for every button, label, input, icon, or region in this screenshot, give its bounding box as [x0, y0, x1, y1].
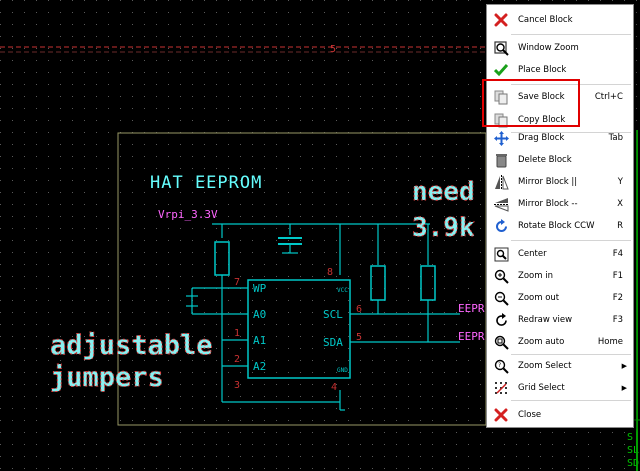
context-menu: Cancel Block Window Zoom Place Block Sav…	[486, 4, 634, 428]
ic-pin-numbers: 8 7 1 2 3 6 5 4	[234, 267, 362, 393]
svg-text:adjustable: adjustable	[50, 330, 213, 361]
svg-text:3: 3	[234, 380, 240, 391]
highlight-annotation-box	[482, 79, 580, 127]
edge-labels: S SL SD	[627, 432, 639, 469]
svg-text:6: 6	[356, 304, 362, 315]
close-icon	[491, 407, 511, 423]
menu-separator	[511, 132, 631, 133]
menu-item-zoom-select[interactable]: ? Zoom Select ▶	[487, 355, 633, 377]
trash-icon	[491, 152, 511, 168]
drag-arrows-icon	[491, 130, 511, 146]
svg-text:SDA: SDA	[323, 336, 343, 349]
menu-item-zoom-auto[interactable]: Zoom auto Home	[487, 331, 633, 353]
svg-text:4: 4	[331, 382, 337, 393]
svg-text:A0: A0	[253, 308, 266, 321]
zoom-select-icon: ?	[491, 358, 511, 374]
svg-text:A1: A1	[253, 334, 266, 347]
center-icon	[491, 246, 511, 262]
svg-text:A2: A2	[253, 360, 266, 373]
svg-text:3.9k: 3.9k	[412, 213, 475, 243]
svg-text:WP: WP	[253, 282, 267, 295]
menu-item-zoom-out[interactable]: Zoom out F2	[487, 287, 633, 309]
menu-item-place-block[interactable]: Place Block	[487, 59, 633, 81]
jumper	[186, 295, 198, 307]
svg-text:SL: SL	[627, 445, 639, 456]
svg-text:SCL: SCL	[323, 308, 343, 321]
window-zoom-icon	[491, 40, 511, 56]
zoom-auto-icon	[491, 334, 511, 350]
menu-separator	[511, 84, 631, 85]
menu-item-rotate-block-ccw[interactable]: Rotate Block CCW R	[487, 215, 633, 237]
menu-item-close[interactable]: Close	[487, 404, 633, 426]
sheet-marker: 5	[330, 44, 336, 55]
menu-separator	[511, 240, 631, 241]
menu-item-mirror-block-vertical[interactable]: Mirror Block || Y	[487, 171, 633, 193]
submenu-arrow-icon: ▶	[621, 362, 627, 370]
mirror-horizontal-icon	[491, 196, 511, 212]
svg-text:2: 2	[234, 354, 240, 365]
svg-text:8: 8	[327, 267, 333, 278]
svg-text:VCC: VCC	[337, 287, 348, 294]
svg-text:7: 7	[234, 277, 240, 288]
menu-separator	[511, 400, 631, 401]
menu-item-center[interactable]: Center F4	[487, 243, 633, 265]
capacitor	[278, 237, 302, 254]
zoom-in-icon	[491, 268, 511, 284]
resistors	[214, 241, 436, 301]
menu-item-redraw-view[interactable]: Redraw view F3	[487, 309, 633, 331]
svg-text:need: need	[412, 177, 475, 207]
svg-text:jumpers: jumpers	[50, 362, 164, 393]
svg-text:SD: SD	[627, 458, 639, 469]
save-block-icon	[491, 89, 511, 105]
menu-item-save-block[interactable]: Save Block Ctrl+C	[487, 86, 633, 108]
menu-item-zoom-in[interactable]: Zoom in F1	[487, 265, 633, 287]
mirror-vertical-icon	[491, 174, 511, 190]
menu-item-mirror-block-horizontal[interactable]: Mirror Block -- X	[487, 193, 633, 215]
menu-item-drag-block[interactable]: Drag Block Tab	[487, 127, 633, 149]
net-label-sda: EEPR	[458, 330, 485, 343]
svg-text:5: 5	[356, 332, 362, 343]
checkmark-icon	[491, 62, 511, 78]
svg-text:GND: GND	[337, 367, 348, 374]
grid-select-icon	[491, 380, 511, 396]
note-need: need 3.9k	[412, 177, 476, 244]
eeprom-ic[interactable]	[247, 279, 351, 379]
note-adjustable: adjustable jumpers	[50, 330, 214, 394]
svg-text:1: 1	[234, 328, 240, 339]
menu-item-window-zoom[interactable]: Window Zoom	[487, 37, 633, 59]
wires	[191, 223, 460, 411]
cancel-x-icon	[491, 12, 511, 28]
menu-item-cancel-block[interactable]: Cancel Block	[487, 9, 633, 31]
menu-separator	[511, 34, 631, 35]
menu-item-grid-select[interactable]: Grid Select ▶	[487, 377, 633, 399]
svg-text:?: ?	[498, 362, 501, 369]
redraw-icon	[491, 312, 511, 328]
zoom-out-icon	[491, 290, 511, 306]
ic-pin-labels: WP A0 A1 A2 SCL SDA VCC GND	[253, 282, 348, 374]
svg-text:S: S	[627, 432, 633, 443]
menu-item-delete-block[interactable]: Delete Block	[487, 149, 633, 171]
submenu-arrow-icon: ▶	[621, 384, 627, 392]
schematic-title: HAT EEPROM	[150, 173, 262, 193]
menu-separator	[511, 354, 631, 355]
rotate-ccw-icon	[491, 218, 511, 234]
power-net-label: Vrpi_3.3V	[158, 208, 218, 221]
net-label-scl: EEPR	[458, 302, 485, 315]
